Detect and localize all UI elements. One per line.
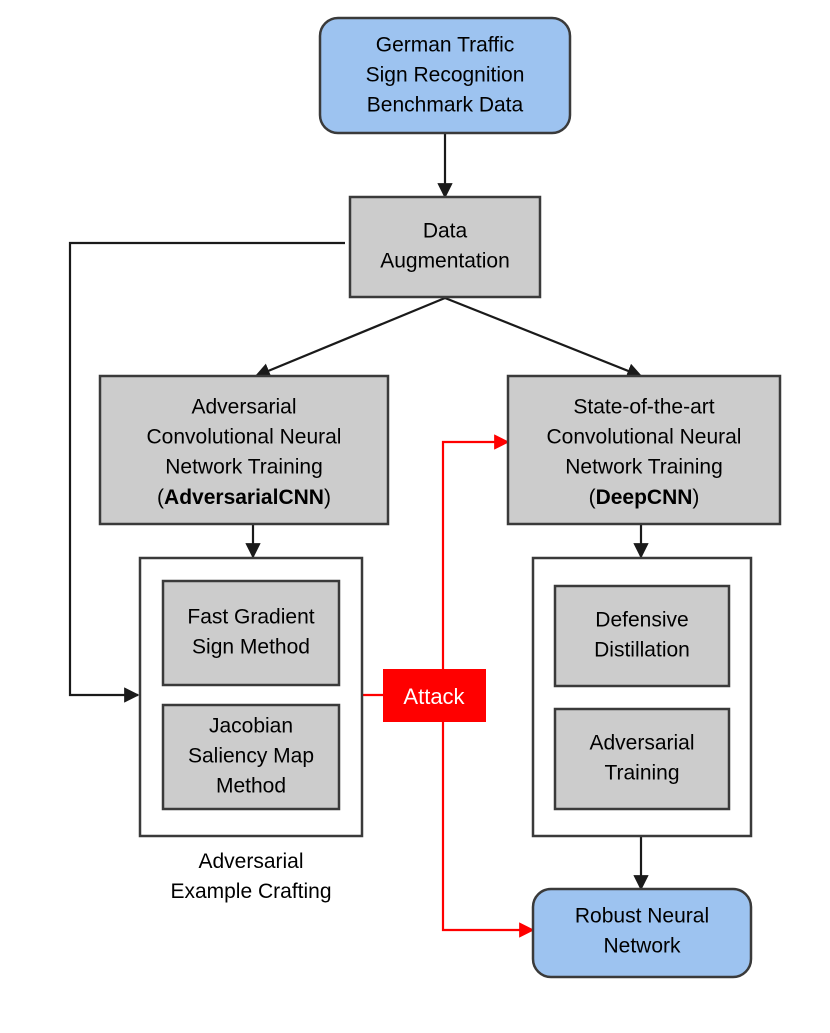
adversarial-cnn-model-name-line: (AdversarialCNN): [157, 486, 331, 509]
adversarial-cnn-model-name: AdversarialCNN: [164, 486, 324, 509]
adversarial-cnn-label-line-1: Adversarial: [191, 396, 296, 419]
jsma-label-line-1: Jacobian: [209, 715, 293, 738]
robust-neural-network-box[interactable]: [531, 887, 753, 979]
adversarial-training-box[interactable]: [553, 707, 731, 811]
fgsm-label-line-1: Fast Gradient: [187, 606, 314, 629]
node-fgsm[interactable]: Fast Gradient Sign Method: [161, 579, 341, 687]
deep-cnn-paren-open: (: [589, 486, 596, 509]
jsma-label-line-2: Saliency Map: [188, 745, 314, 768]
adversarial-cnn-box[interactable]: [98, 374, 390, 526]
adversarial-training-label-line-2: Training: [604, 762, 679, 785]
deep-cnn-label-line-3: Network Training: [565, 456, 723, 479]
adversarial-training-label-line-1: Adversarial: [589, 732, 694, 755]
crafting-container-caption-line-1: Adversarial: [198, 850, 303, 873]
node-defensive-distillation[interactable]: Defensive Distillation: [553, 584, 731, 688]
node-adversarial-training[interactable]: Adversarial Training: [553, 707, 731, 811]
node-dataset[interactable]: German Traffic Sign Recognition Benchmar…: [318, 16, 572, 135]
deep-cnn-paren-close: ): [692, 486, 699, 509]
node-deep-cnn[interactable]: State-of-the-art Convolutional Neural Ne…: [506, 374, 782, 526]
dataset-label-line-1: German Traffic: [376, 34, 515, 57]
crafting-container-caption-line-2: Example Crafting: [170, 880, 331, 903]
node-jsma[interactable]: Jacobian Saliency Map Method: [161, 703, 341, 811]
deep-cnn-label-line-1: State-of-the-art: [573, 396, 714, 419]
defensive-distillation-label-line-1: Defensive: [595, 609, 688, 632]
jsma-box[interactable]: [161, 703, 341, 811]
edge-layer-black: [68, 133, 649, 891]
data-augmentation-label-line-1: Data: [423, 220, 468, 243]
node-adversarial-cnn[interactable]: Adversarial Convolutional Neural Network…: [98, 374, 390, 526]
edge-crafting-feedback-to-augmentation: [68, 241, 345, 703]
robust-neural-network-label-line-1: Robust Neural: [575, 905, 709, 928]
dataset-label-line-2: Sign Recognition: [366, 64, 525, 87]
dataset-label-line-3: Benchmark Data: [367, 94, 524, 117]
adversarial-cnn-label-line-2: Convolutional Neural: [147, 426, 342, 449]
attack-box[interactable]: [383, 669, 486, 722]
edge-augmentation-to-deep-cnn: [444, 296, 643, 379]
edge-augmentation-to-adv-cnn: [254, 296, 446, 378]
defensive-distillation-box[interactable]: [553, 584, 731, 688]
deep-cnn-box[interactable]: [506, 374, 782, 526]
node-defense-container[interactable]: Defensive Distillation Adversarial Train…: [531, 556, 753, 838]
adversarial-cnn-paren-open: (: [157, 486, 164, 509]
node-data-augmentation[interactable]: Data Augmentation: [348, 195, 542, 299]
node-attack[interactable]: Attack: [383, 669, 486, 722]
attack-label: Attack: [403, 684, 465, 709]
deep-cnn-model-name-line: (DeepCNN): [589, 486, 700, 509]
data-augmentation-label-line-2: Augmentation: [380, 250, 510, 273]
node-crafting-container[interactable]: Fast Gradient Sign Method Jacobian Salie…: [138, 556, 364, 903]
data-augmentation-box[interactable]: [348, 195, 542, 299]
fgsm-box[interactable]: [161, 579, 341, 687]
jsma-label-line-3: Method: [216, 775, 286, 798]
adversarial-cnn-paren-close: ): [324, 486, 331, 509]
adversarial-cnn-label-line-3: Network Training: [165, 456, 323, 479]
fgsm-label-line-2: Sign Method: [192, 636, 310, 659]
dataset-box[interactable]: [318, 16, 572, 135]
robust-neural-network-label-line-2: Network: [603, 935, 681, 958]
edge-attack-to-deep-cnn: [441, 434, 510, 695]
deep-cnn-label-line-2: Convolutional Neural: [547, 426, 742, 449]
edge-layer-red: [363, 434, 535, 938]
deep-cnn-model-name: DeepCNN: [596, 486, 693, 509]
edge-attack-to-robust-nn: [441, 695, 535, 938]
defensive-distillation-label-line-2: Distillation: [594, 639, 690, 662]
node-robust-neural-network[interactable]: Robust Neural Network: [531, 887, 753, 979]
